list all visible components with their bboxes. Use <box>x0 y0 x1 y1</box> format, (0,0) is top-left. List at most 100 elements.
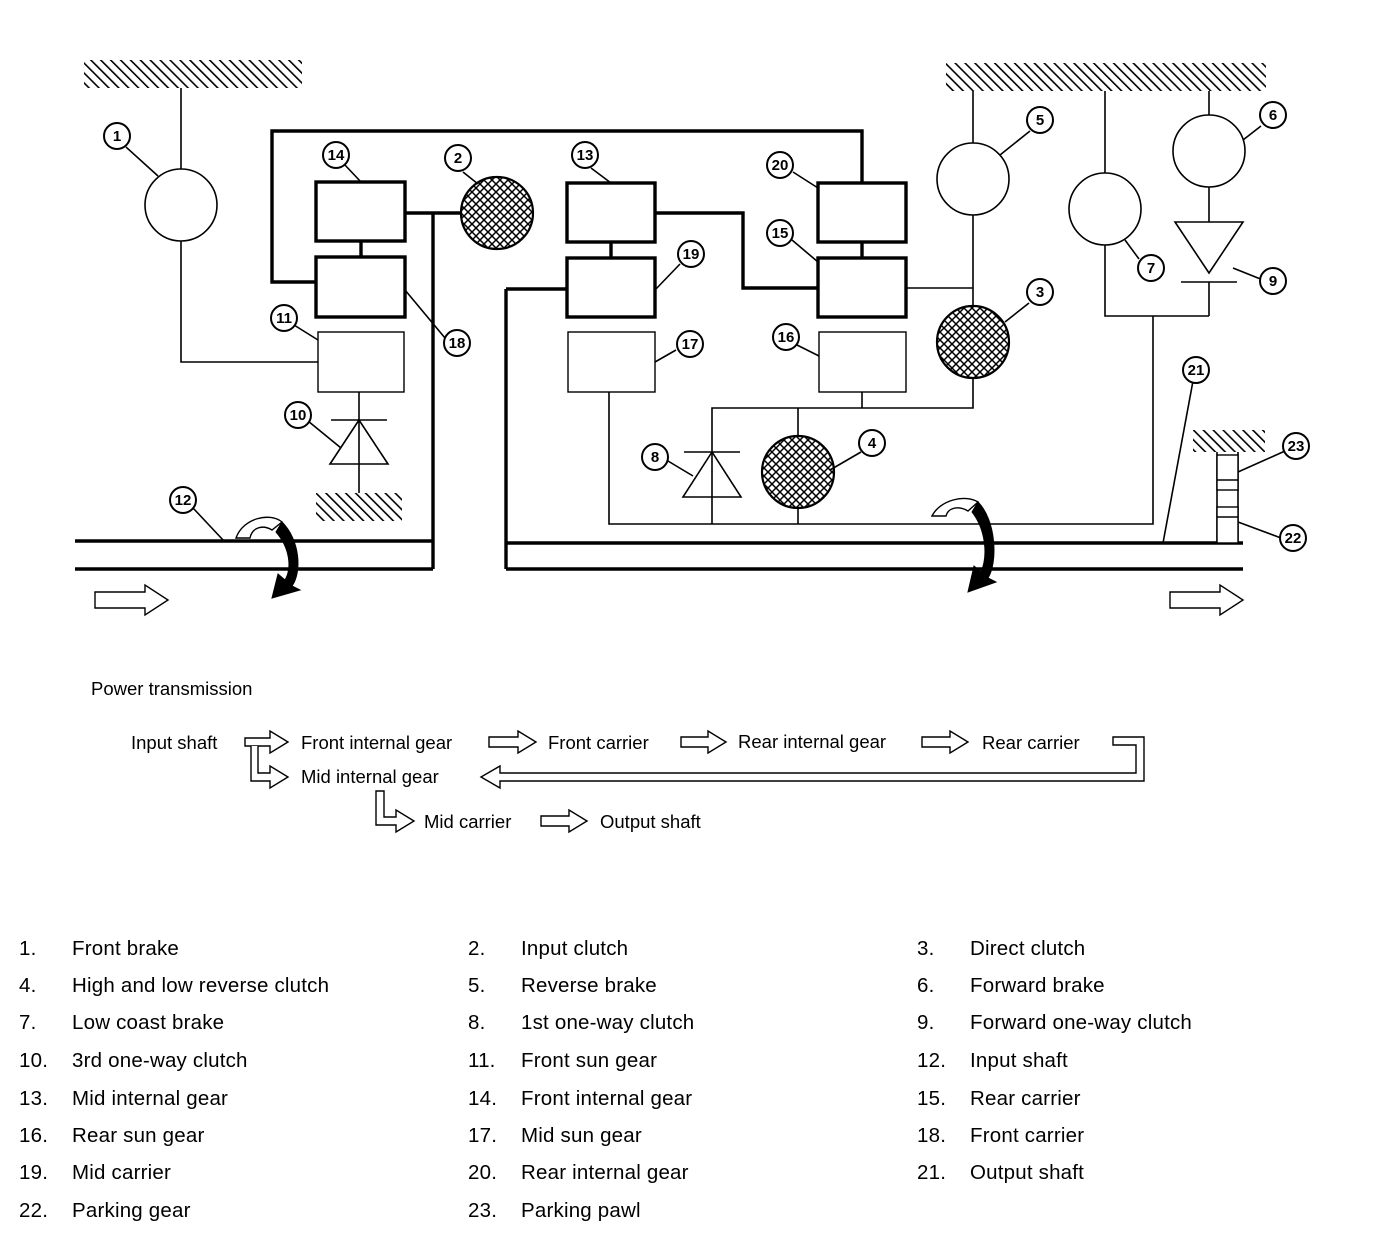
parking-pawl <box>1216 454 1239 491</box>
output-flow-arrow <box>1169 583 1245 617</box>
svg-text:12: 12 <box>175 492 192 509</box>
legend-label: Direct clutch <box>970 937 1086 960</box>
legend-label: 1st one-way clutch <box>521 1011 695 1034</box>
callout-18: 18 <box>443 329 471 357</box>
flow-rear-internal-gear: Rear internal gear <box>738 731 886 752</box>
callout-12: 12 <box>169 486 197 514</box>
callout-6: 6 <box>1259 101 1287 129</box>
flow-rear-carrier: Rear carrier <box>982 732 1080 753</box>
callout-23: 23 <box>1282 432 1310 460</box>
legend-number: 3. <box>917 937 935 960</box>
legend-label: High and low reverse clutch <box>72 974 330 997</box>
flow-front-carrier: Front carrier <box>548 732 649 753</box>
flow-arrow-4 <box>540 808 589 834</box>
flow-arrow-1 <box>488 729 538 755</box>
front-sun-gear <box>317 331 405 393</box>
legend-label: Reverse brake <box>521 974 657 997</box>
mid-sun-gear <box>567 331 656 393</box>
svg-text:16: 16 <box>778 329 795 346</box>
callout-16: 16 <box>772 323 800 351</box>
legend-label: Front carrier <box>970 1124 1085 1147</box>
legend-label: Rear carrier <box>970 1087 1081 1110</box>
legend-number: 21. <box>917 1161 947 1184</box>
legend-label: Mid carrier <box>72 1161 172 1184</box>
svg-text:11: 11 <box>276 310 292 327</box>
callout-1: 1 <box>103 122 131 150</box>
legend-number: 16. <box>19 1124 49 1147</box>
input-shaft <box>75 213 435 571</box>
input-rotation-arrow <box>235 516 302 599</box>
mid-internal-gear <box>565 181 657 244</box>
callout-20: 20 <box>766 151 794 179</box>
svg-text:20: 20 <box>772 157 789 174</box>
transmission-schematic: 1 2 3 4 5 6 7 8 9 10 11 12 13 14 15 16 1… <box>75 60 1310 617</box>
legend-number: 4. <box>19 974 37 997</box>
legend-number: 1. <box>19 937 37 960</box>
flow-output-shaft: Output shaft <box>600 811 701 832</box>
high-low-reverse-clutch <box>760 434 836 510</box>
legend-number: 22. <box>19 1199 49 1222</box>
svg-text:10: 10 <box>290 407 307 424</box>
callout-8: 8 <box>641 443 669 471</box>
legend-number: 12. <box>917 1049 947 1072</box>
1st-one-way-clutch <box>681 450 743 498</box>
legend-number: 2. <box>468 937 486 960</box>
flow-mid-internal-gear: Mid internal gear <box>301 766 439 787</box>
svg-text:19: 19 <box>683 246 700 263</box>
legend-number: 18. <box>917 1124 947 1147</box>
legend-number: 11. <box>468 1049 496 1072</box>
callout-10: 10 <box>284 401 312 429</box>
legend-number: 19. <box>19 1161 49 1184</box>
svg-text:8: 8 <box>651 449 659 466</box>
callout-17: 17 <box>676 330 704 358</box>
flow-arrow-3 <box>921 729 970 755</box>
legend-number: 7. <box>19 1011 37 1034</box>
input-flow-arrow <box>94 583 170 617</box>
flow-arrow-2 <box>680 729 728 755</box>
forward-one-way-clutch <box>1173 221 1245 283</box>
legend-label: Input shaft <box>970 1049 1068 1072</box>
ground-10 <box>316 493 402 521</box>
input-clutch <box>459 175 535 251</box>
power-transmission-flow: Power transmission Input shaft Front int… <box>91 678 1145 834</box>
callout-2: 2 <box>444 144 472 172</box>
legend-label: Front internal gear <box>521 1087 693 1110</box>
svg-text:7: 7 <box>1147 260 1155 277</box>
front-internal-gear <box>314 180 407 243</box>
front-carrier <box>314 255 407 319</box>
callout-13: 13 <box>571 141 599 169</box>
rear-sun-gear <box>818 331 907 393</box>
reverse-brake <box>936 142 1010 216</box>
svg-text:15: 15 <box>772 225 789 242</box>
svg-text:18: 18 <box>449 335 466 352</box>
legend-number: 20. <box>468 1161 498 1184</box>
flow-down-arrow <box>375 790 416 834</box>
legend-label: Mid internal gear <box>72 1087 229 1110</box>
parking-gear <box>1216 506 1239 544</box>
legend-label: Output shaft <box>970 1161 1085 1184</box>
legend-number: 8. <box>468 1011 486 1034</box>
legend-label: Parking pawl <box>521 1199 641 1222</box>
legend-label: Forward brake <box>970 974 1105 997</box>
callout-19: 19 <box>677 240 705 268</box>
callout-9: 9 <box>1259 267 1287 295</box>
mid-carrier <box>565 256 657 319</box>
flow-return-arrow <box>479 736 1145 790</box>
low-coast-brake <box>1068 172 1142 246</box>
callout-3: 3 <box>1026 278 1054 306</box>
legend-label: Rear sun gear <box>72 1124 205 1147</box>
callout-5: 5 <box>1026 106 1054 134</box>
callout-15: 15 <box>766 219 794 247</box>
svg-text:17: 17 <box>682 336 699 353</box>
legend-label: Parking gear <box>72 1199 191 1222</box>
legend-number: 5. <box>468 974 486 997</box>
legend-number: 15. <box>917 1087 947 1110</box>
housing-ground-right <box>946 63 1266 91</box>
output-rotation-arrow <box>930 497 998 593</box>
svg-text:2: 2 <box>454 150 462 167</box>
svg-text:3: 3 <box>1036 284 1044 301</box>
legend-label: Forward one-way clutch <box>970 1011 1193 1034</box>
svg-text:23: 23 <box>1288 438 1305 455</box>
callout-14: 14 <box>322 141 350 169</box>
